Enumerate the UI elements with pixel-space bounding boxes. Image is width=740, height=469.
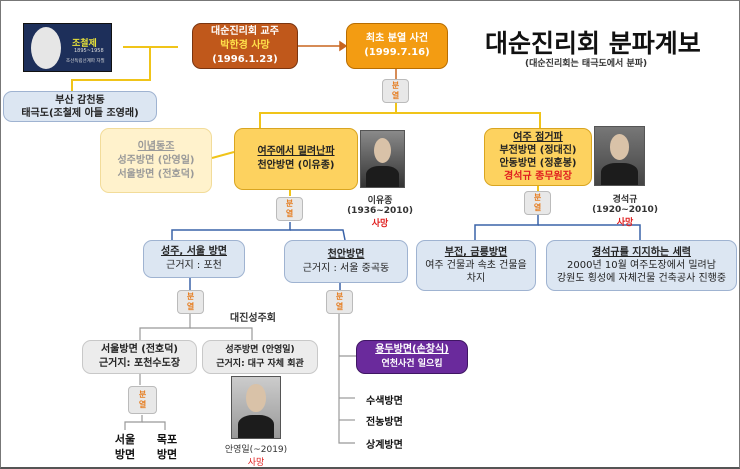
supporters-line2: 강원도 횡성에 자체건물 건축공사 진행중 bbox=[556, 273, 727, 284]
diagram-subtitle: (대순진리회는 태극도에서 분파) bbox=[525, 59, 648, 69]
park-line1: 대순진리회 교주 bbox=[211, 26, 279, 37]
supporters-title: 경석규를 지지하는 세력 bbox=[592, 247, 691, 258]
park-line2: 박한경 사망 bbox=[220, 40, 270, 51]
seongju-seoul-line1: 근거지 : 포천 bbox=[166, 260, 222, 271]
yongdu-title: 용두방면(손창식) bbox=[375, 344, 449, 355]
portrait-image bbox=[31, 27, 61, 69]
ideology-box: 이념동조 성주방면 (안영일) 서울방면 (전호덕) bbox=[100, 128, 212, 193]
seongju-branch-box: 성주방면 (안영일) 근거지: 대구 자체 회관 bbox=[202, 340, 318, 374]
branch-sanggye: 상계방면 bbox=[366, 440, 403, 451]
lee-caption: 이유종(1936~2010)사망 bbox=[347, 196, 413, 229]
expelled-box: 여주에서 밀려난파 천안방면 (이유종) bbox=[234, 128, 358, 190]
occupy-line2: 안동방면 (정훈봉) bbox=[499, 158, 577, 169]
kyung-caption: 경석규(1920~2010)사망 bbox=[592, 195, 658, 228]
bujeon-line1: 여주 건물과 속초 건물을 bbox=[425, 260, 527, 271]
seoul-branch-line1: 서울방면 (전호덕) bbox=[100, 344, 179, 355]
yongdu-box: 용두방면(손창식) 연천사건 일으킴 bbox=[356, 340, 468, 374]
seongju-seoul-box: 성주, 서울 방면 근거지 : 포천 bbox=[143, 240, 245, 278]
founder-caption: 조선독립선계파 자필 bbox=[66, 59, 105, 64]
first-split-line2: (1999.7.16) bbox=[364, 47, 430, 58]
supporters-box: 경석규를 지지하는 세력 2000년 10월 여주도장에서 밀려남 강원도 횡성… bbox=[546, 240, 737, 291]
ideology-line1: 성주방면 (안영일) bbox=[117, 154, 195, 166]
diagram-title: 대순진리회 분파계보 bbox=[485, 29, 701, 58]
park-box: 대순진리회 교주 박한경 사망 (1996.1.23) bbox=[192, 23, 298, 69]
founder-years: 1895~1958 bbox=[74, 48, 104, 54]
cheonan-box: 천안방면 근거지 : 서울 중곡동 bbox=[284, 240, 408, 283]
bujeon-line2: 차지 bbox=[466, 273, 486, 284]
lee-photo bbox=[360, 130, 405, 188]
founder-name: 조철제 bbox=[72, 39, 97, 49]
expelled-line1: 천안방면 (이유종) bbox=[257, 160, 335, 171]
seongju-branch-line2: 근거지: 대구 자체 회관 bbox=[216, 359, 304, 369]
yongdu-line1: 연천사건 일으킴 bbox=[381, 359, 443, 369]
cheonan-line1: 근거지 : 서울 중곡동 bbox=[302, 262, 390, 274]
first-split-box: 최초 분열 사건 (1999.7.16) bbox=[346, 23, 448, 69]
ahn-caption: 안영일(~2019)사망 bbox=[224, 445, 288, 468]
seongju-branch-line1: 성주방면 (안영일) bbox=[225, 345, 295, 355]
supporters-line1: 2000년 10월 여주도장에서 밀려남 bbox=[567, 260, 716, 271]
seoul-branch-box: 서울방면 (전호덕) 근거지: 포천수도장 bbox=[82, 340, 197, 374]
occupy-line3: 경석규 종무원장 bbox=[504, 171, 572, 182]
occupy-title: 여주 점거파 bbox=[513, 132, 563, 143]
branch-jeonnong: 전농방면 bbox=[366, 417, 403, 428]
busan-line2: 태극도(조철제 아들 조영래) bbox=[21, 107, 139, 119]
founder-photo: 조철제 1895~1958 조선독립선계파 자필 bbox=[23, 23, 112, 72]
branch-susaek: 수색방면 bbox=[366, 396, 403, 407]
expelled-title: 여주에서 밀려난파 bbox=[257, 146, 335, 157]
bujeon-title: 부전, 금릉방면 bbox=[444, 247, 508, 258]
seoul-branch-line2: 근거지: 포천수도장 bbox=[98, 358, 181, 369]
seongju-seoul-title: 성주, 서울 방면 bbox=[161, 246, 227, 257]
bujeon-box: 부전, 금릉방면 여주 건물과 속초 건물을 차지 bbox=[416, 240, 536, 291]
ideology-line2: 서울방면 (전호덕) bbox=[117, 168, 195, 180]
occupy-box: 여주 점거파 부전방면 (정대진) 안동방면 (정훈봉) 경석규 종무원장 bbox=[484, 128, 592, 186]
first-split-line1: 최초 분열 사건 bbox=[365, 33, 429, 44]
daejin-label: 대진성주회 bbox=[230, 313, 276, 324]
busan-box: 부산 감천동 태극도(조철제 아들 조영래) bbox=[3, 91, 157, 122]
occupy-line1: 부전방면 (정대진) bbox=[499, 145, 577, 156]
busan-line1: 부산 감천동 bbox=[55, 94, 105, 106]
ahn-photo bbox=[231, 376, 281, 439]
cheonan-title: 천안방면 bbox=[327, 248, 365, 260]
kyung-photo bbox=[594, 126, 645, 186]
ideology-title: 이념동조 bbox=[137, 140, 175, 152]
park-line3: (1996.1.23) bbox=[212, 54, 278, 65]
